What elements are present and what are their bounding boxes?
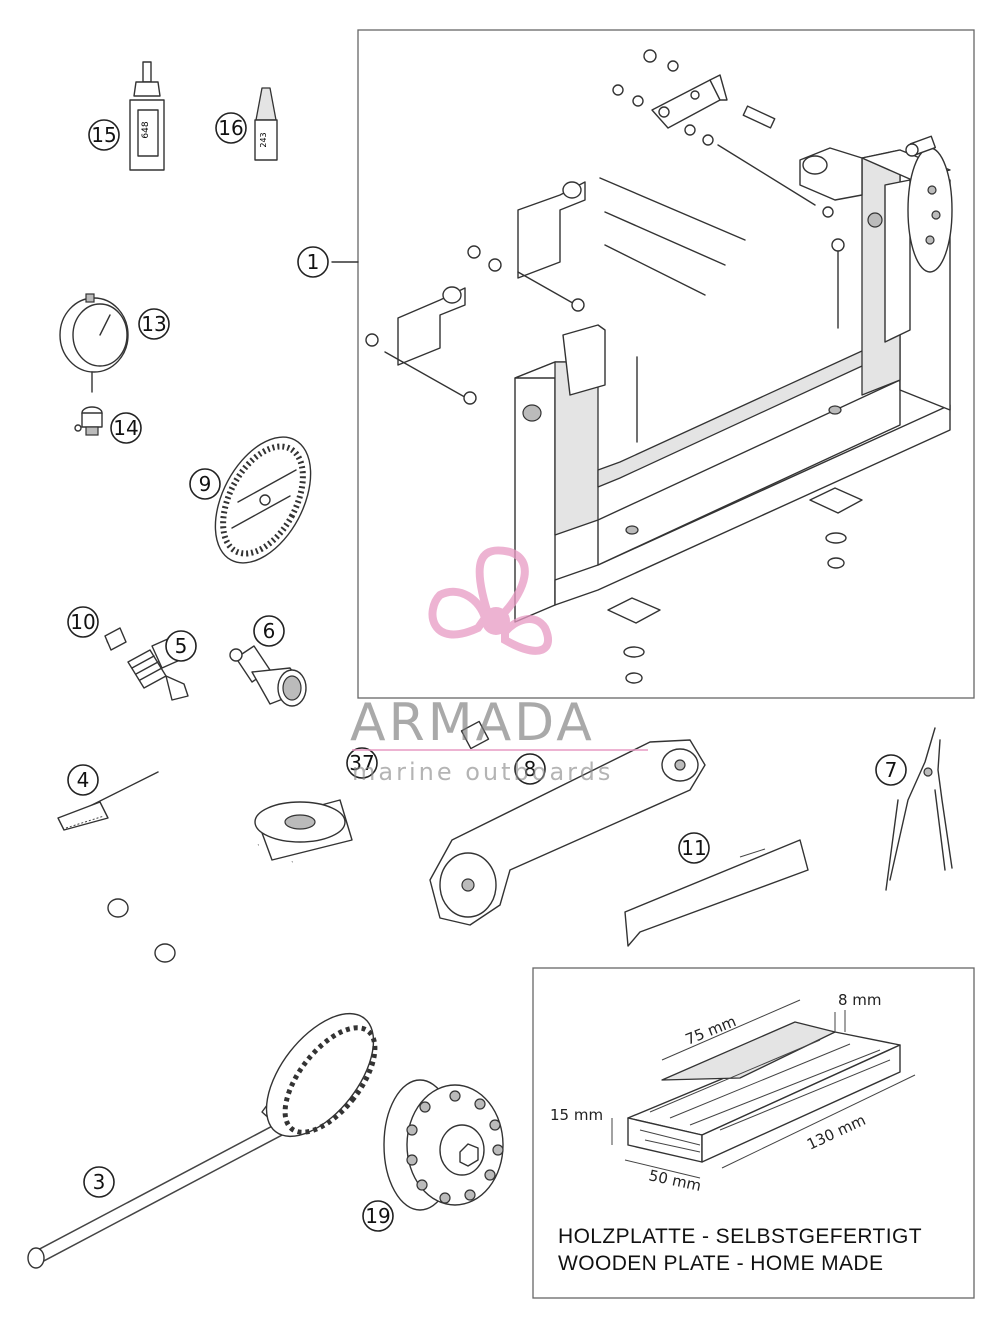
- gauge-adapter: [74, 406, 103, 436]
- loctite-tube-243: 243: [254, 87, 278, 161]
- feeler-plate-11: [624, 839, 809, 947]
- special-key-4: [57, 771, 159, 831]
- callout-15: 15: [88, 119, 120, 151]
- tube-16-label: 243: [259, 132, 268, 147]
- callout-10: 10: [67, 606, 99, 638]
- svg-text:15: 15: [91, 123, 116, 147]
- puller-adapter-6: [229, 645, 307, 707]
- svg-text:16: 16: [218, 116, 243, 140]
- dim-130mm: 130 mm: [804, 1111, 868, 1154]
- crankcase-splitter-37: [107, 720, 490, 963]
- circlip-pliers-7: [885, 727, 953, 891]
- caption-german: HOLZPLATTE - SELBSTGEFERTIGT: [558, 1225, 922, 1248]
- holding-spanner-8: [429, 739, 706, 926]
- svg-text:7: 7: [885, 758, 898, 782]
- svg-text:19: 19: [365, 1204, 390, 1228]
- svg-text:9: 9: [199, 472, 212, 496]
- svg-text:8: 8: [524, 757, 537, 781]
- svg-text:3: 3: [93, 1170, 106, 1194]
- loctite-bottle-648: 648: [129, 61, 165, 171]
- degree-disc: [214, 436, 312, 564]
- clutch-holder-3: [27, 1012, 378, 1269]
- dial-gauge: [59, 293, 129, 393]
- callout-7: 7: [875, 754, 907, 786]
- svg-text:14: 14: [113, 416, 138, 440]
- callout-8: 8: [514, 753, 546, 785]
- callout-19: 19: [362, 1200, 394, 1232]
- callout-6: 6: [253, 615, 285, 647]
- sleeve: [104, 627, 127, 651]
- svg-text:4: 4: [77, 768, 90, 792]
- wooden-plate-panel: [532, 967, 975, 1299]
- propeller-logo: [428, 546, 552, 655]
- svg-text:37: 37: [349, 751, 374, 775]
- callout-13: 13: [138, 308, 170, 340]
- flywheel-puller-5: [127, 637, 189, 701]
- dim-15mm: 15 mm: [550, 1106, 603, 1124]
- armada-watermark: ARMADA marine outboards: [350, 546, 648, 786]
- watermark-brand: ARMADA: [350, 693, 595, 753]
- callout-3: 3: [83, 1166, 115, 1198]
- callout-4: 4: [67, 764, 99, 796]
- watermark-tagline: marine outboards: [352, 758, 613, 786]
- svg-text:1: 1: [307, 250, 320, 274]
- callout-9: 9: [189, 468, 221, 500]
- callout-1: 1: [297, 246, 329, 278]
- dim-8mm: 8 mm: [838, 991, 882, 1009]
- svg-text:5: 5: [175, 634, 188, 658]
- dim-50mm: 50 mm: [647, 1166, 703, 1195]
- svg-text:6: 6: [263, 619, 276, 643]
- engine-stand-assembly: [331, 29, 975, 699]
- svg-text:10: 10: [70, 610, 95, 634]
- callout-37: 37: [346, 747, 378, 779]
- svg-text:11: 11: [681, 836, 706, 860]
- caption-english: WOODEN PLATE - HOME MADE: [558, 1252, 883, 1275]
- callout-5: 5: [165, 630, 197, 662]
- callout-11: 11: [678, 832, 710, 864]
- svg-text:13: 13: [141, 312, 166, 336]
- callout-14: 14: [110, 412, 142, 444]
- callout-16: 16: [215, 112, 247, 144]
- rotor-holder-19: [383, 1079, 504, 1211]
- bottle-15-label: 648: [141, 121, 151, 138]
- dim-75mm: 75 mm: [683, 1012, 739, 1049]
